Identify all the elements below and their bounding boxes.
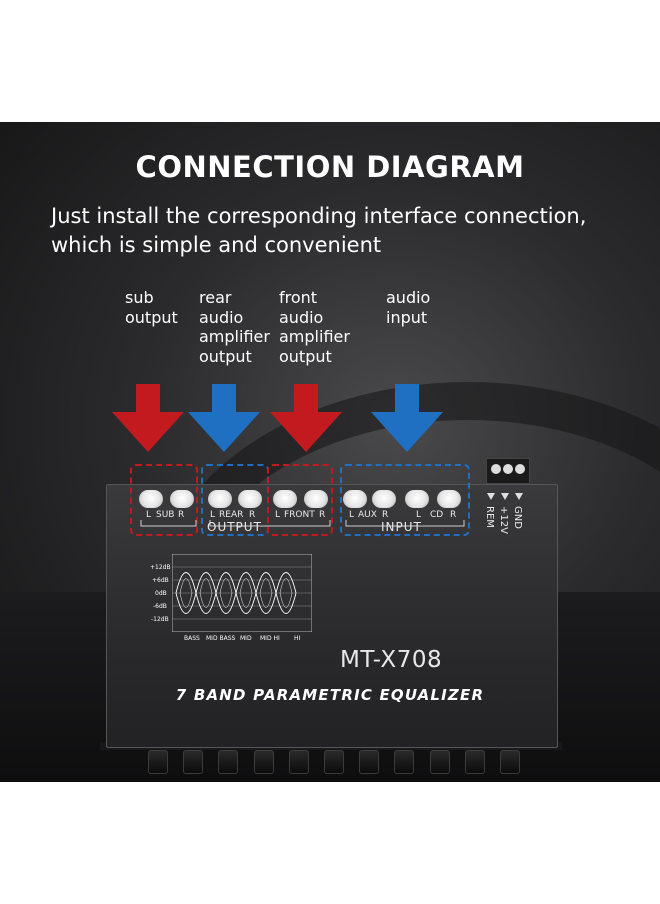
power-terminal-block [486,458,530,484]
callout-line: front [279,288,318,307]
rca-jack-front-l [273,490,297,508]
arrow-down-red-icon [112,384,184,452]
terminal-markers [487,493,523,500]
terminal-label-rem: REM [484,506,495,528]
port-label: L [146,510,152,520]
arrow-down-red-icon [270,384,342,452]
adjustment-knob [218,750,239,774]
callout-rear-output: rear audio amplifier output [199,288,270,366]
subtitle-line-1: Just install the corresponding interface… [51,204,587,228]
adjustment-knob [288,750,309,774]
port-label: R [178,510,185,520]
terminal-label-12v: +12V [498,506,509,534]
callout-line: rear [199,288,232,307]
adjustment-knob [464,750,485,774]
port-label: R [319,510,326,520]
screw-icon [515,464,525,474]
product-name: 7 BAND PARAMETRIC EQUALIZER [175,686,485,704]
terminal-label-gnd: GND [512,506,523,529]
adjustment-knob [500,750,520,774]
arrow-down-blue-icon [188,384,260,452]
db-label: +6dB [152,577,169,584]
callout-line: audio [386,288,431,307]
rca-jack-front-r [304,490,328,508]
rca-jack-cd-r [437,490,461,508]
subtitle: Just install the corresponding interface… [51,202,611,260]
db-label: -6dB [153,603,167,610]
adjustment-knob [429,750,450,774]
db-label: -12dB [151,616,169,623]
adjustment-knob [253,750,274,774]
callout-line: amplifier [279,327,350,347]
callout-line: output [199,346,252,366]
adjustment-knob [183,750,204,774]
port-label: SUB [156,510,175,520]
rca-jack-aux-l [343,490,367,508]
db-label: 0dB [155,590,167,597]
port-group-brackets [140,520,465,527]
product-photo: CONNECTION DIAGRAM Just install the corr… [0,122,660,782]
callout-audio-input: audio input [386,288,430,327]
model-number: MT-X708 [340,647,443,673]
callout-line: input [386,307,428,327]
adjustment-knob [324,750,344,774]
callout-line: sub [125,288,154,307]
db-label: +12dB [150,564,171,571]
band-label: MID HI [260,635,280,642]
port-label: REAR [219,510,244,520]
rca-jack-cd-l [405,490,429,508]
callout-line: output [125,307,178,327]
arrow-down-blue-icon [371,384,443,452]
screw-icon [503,464,513,474]
rca-jack-sub-l [139,490,163,508]
screw-icon [491,464,501,474]
callout-line: amplifier [199,327,270,347]
input-group-label: INPUT [381,520,422,534]
band-label: HI [294,635,301,642]
adjustment-knob [148,750,168,774]
band-label: MID BASS [206,635,236,642]
callout-line: output [279,346,332,366]
callout-line: audio [199,307,244,327]
port-label: L [349,510,355,520]
sub-output-highlight [130,464,198,536]
front-output-highlight [267,464,333,536]
port-label: R [450,510,457,520]
rca-jack-rear-r [238,490,262,508]
port-label: FRONT [284,510,315,520]
port-label: CD [430,510,444,520]
port-label: L [210,510,216,520]
band-label: MID [240,635,252,642]
rca-jack-rear-l [208,490,232,508]
rca-jack-sub-r [170,490,194,508]
page-title: CONNECTION DIAGRAM [135,150,525,184]
callout-front-output: front audio amplifier output [279,288,350,366]
port-label: L [275,510,281,520]
port-label: R [249,510,256,520]
output-group-label: OUTPUT [207,520,262,534]
subtitle-line-2: which is simple and convenient [51,233,382,257]
input-highlight [340,464,470,536]
port-label: L [416,510,422,520]
band-label: BASS [184,635,200,642]
rca-jack-aux-r [372,490,396,508]
callout-sub-output: sub output [125,288,178,327]
eq-response-graphic [172,554,312,632]
port-label: AUX [358,510,377,520]
adjustment-knob [394,750,415,774]
adjustment-knob [359,750,380,774]
port-label: R [382,510,389,520]
callout-line: audio [279,307,324,327]
